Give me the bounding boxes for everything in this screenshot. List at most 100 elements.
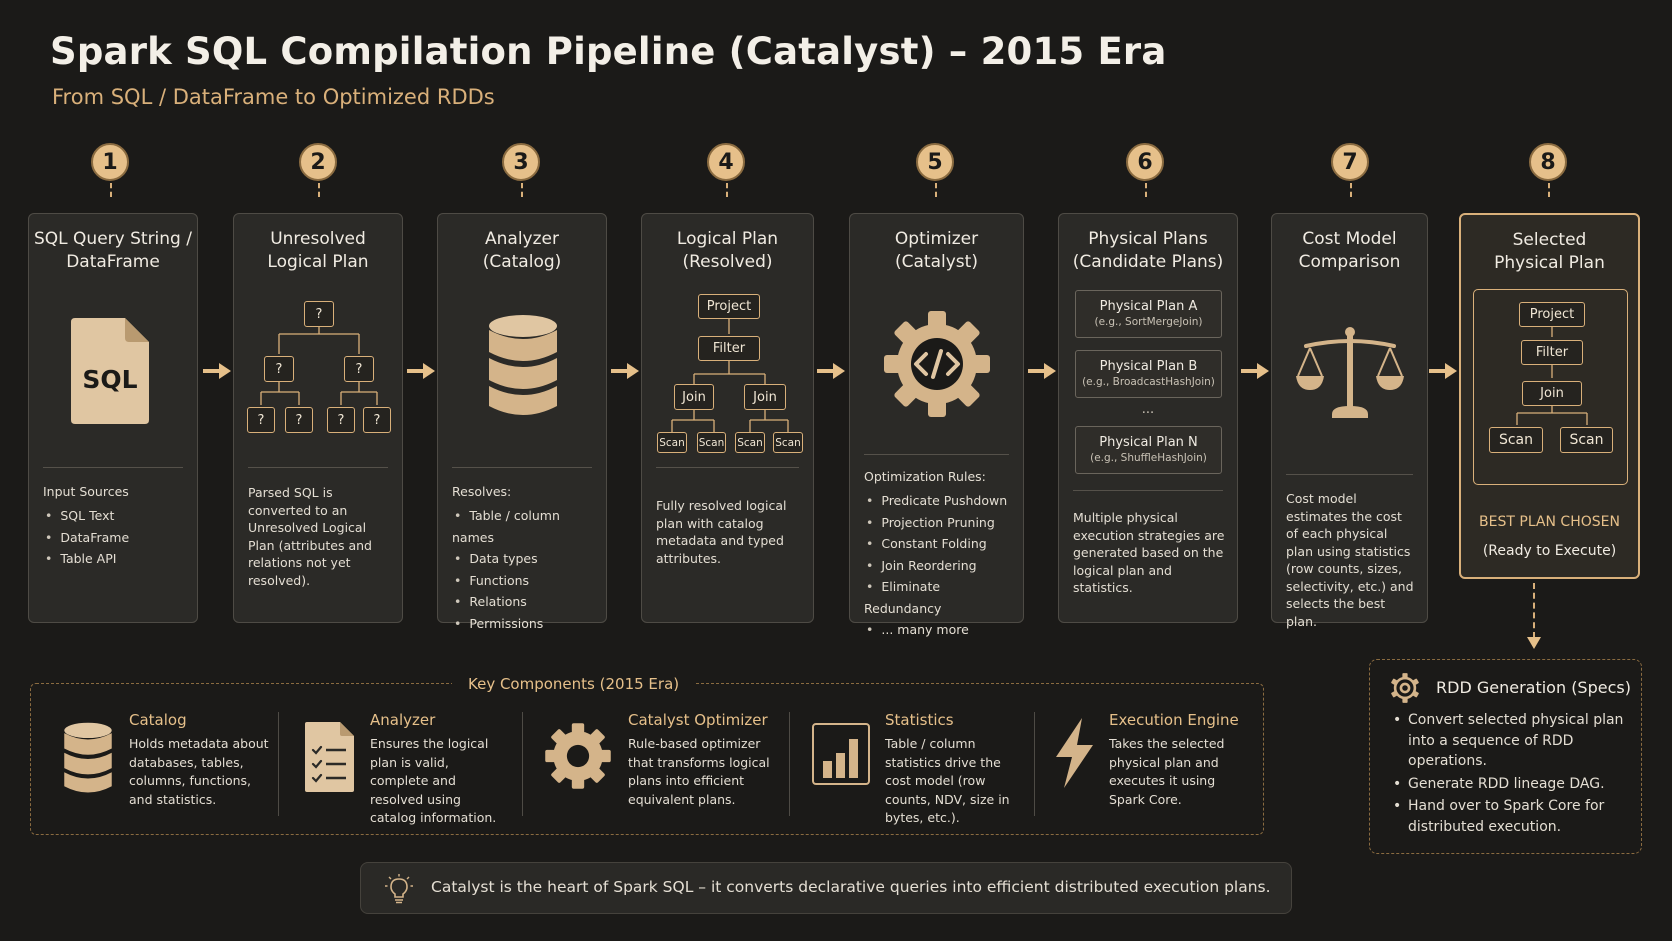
rdd-generation-panel (1369, 659, 1642, 854)
step-number-2: 2 (299, 143, 337, 181)
arrow-right-icon (1028, 363, 1056, 379)
lightning-icon (1056, 718, 1093, 788)
card-title: SQL Query String / DataFrame (34, 229, 192, 272)
ready-label: (Ready to Execute) (1482, 543, 1617, 559)
step-card-analyzer: Analyzer (Catalog) Resolves: Table / col… (437, 213, 607, 631)
footer-text: Catalyst is the heart of Spark SQL – it … (431, 878, 1271, 896)
card-divider (864, 454, 1009, 455)
step-number-4: 4 (707, 143, 745, 181)
plan-node-scan: Scan (697, 432, 726, 453)
bar-chart-icon (812, 723, 870, 785)
list-item: Predicate Pushdown (864, 490, 1015, 512)
plan-node-project: Project (1519, 302, 1585, 327)
step-number-7: 7 (1331, 143, 1369, 181)
list-item: Generate RDD lineage DAG. (1393, 774, 1633, 795)
database-icon (64, 722, 112, 793)
database-icon (489, 315, 557, 415)
key-component-execution-engine: Execution Engine Takes the selected phys… (1109, 711, 1254, 809)
card-divider (1286, 474, 1413, 475)
footer-banner: Catalyst is the heart of Spark SQL – it … (360, 862, 1292, 914)
step-card-optimizer: Optimizer (Catalyst) Optimization Rules:… (849, 213, 1024, 637)
list-item: Convert selected physical plan into a se… (1393, 710, 1633, 772)
selected-plan-connectors (1516, 327, 1588, 425)
step-number-8: 8 (1529, 143, 1567, 181)
plan-name: Physical Plan N (1099, 435, 1198, 450)
step-card-sql-query: SQL Query String / DataFrame SQL Input S… (28, 213, 198, 623)
best-plan-label: BEST PLAN CHOSEN (1479, 514, 1620, 530)
list-item: Eliminate Redundancy (864, 576, 1015, 619)
step-number-3: 3 (502, 143, 540, 181)
card-title: Unresolved Logical Plan (267, 229, 369, 272)
step-connector (1350, 183, 1352, 197)
step-connector (935, 183, 937, 197)
tree-node: ? (264, 356, 294, 382)
plan-tree-connectors (671, 319, 789, 432)
key-component-analyzer: Analyzer Ensures the logical plan is val… (370, 711, 510, 828)
step-connector (1145, 183, 1147, 197)
checklist-icon (305, 722, 354, 792)
gear-icon (1391, 673, 1419, 703)
step-number-1: 1 (91, 143, 129, 181)
physical-plan-n: Physical Plan N (e.g., ShuffleHashJoin) (1075, 426, 1222, 474)
tree-node: ? (344, 356, 374, 382)
list-item: Table API (43, 548, 189, 570)
rdd-connector (1533, 583, 1535, 638)
list-item: Permissions (452, 613, 598, 635)
component-desc: Ensures the logical plan is valid, compl… (370, 736, 497, 825)
list-item: Data types (452, 548, 598, 570)
list-item: SQL Text (43, 505, 189, 527)
card-description: Multiple physical execution strategies a… (1073, 510, 1225, 595)
step-connector (1548, 183, 1550, 197)
rdd-list: Convert selected physical plan into a se… (1393, 710, 1633, 839)
resolves-list: Resolves: Table / column names Data type… (452, 484, 598, 634)
component-name: Catalyst Optimizer (628, 711, 768, 729)
component-divider (1034, 712, 1035, 816)
card-title: Optimizer (Catalyst) (894, 229, 979, 272)
plan-detail: (e.g., BroadcastHashJoin) (1082, 376, 1215, 388)
selected-plan-frame (1473, 289, 1628, 485)
card-divider (452, 467, 592, 468)
plan-node-scan: Scan (735, 432, 765, 453)
plan-node-filter: Filter (698, 336, 760, 361)
list-item: Hand over to Spark Core for distributed … (1393, 796, 1633, 837)
card-description: Parsed SQL is converted to an Unresolved… (248, 485, 372, 588)
input-sources-list: Input Sources SQL Text DataFrame Table A… (43, 484, 189, 570)
step-number-6: 6 (1126, 143, 1164, 181)
tree-node: ? (363, 407, 391, 433)
component-desc: Table / column statistics drive the cost… (885, 736, 1010, 825)
plans-ellipsis: ... (1141, 402, 1155, 417)
step-card-cost-model: Cost Model Comparison Cost model estimat… (1271, 213, 1428, 629)
lightbulb-icon (385, 874, 413, 904)
component-desc: Takes the selected physical plan and exe… (1109, 736, 1225, 807)
step-card-selected-plan: Selected Physical Plan Project Filter Jo… (1459, 213, 1640, 579)
list-item: Relations (452, 591, 598, 613)
plan-name: Physical Plan B (1099, 359, 1198, 374)
step-connector (521, 183, 523, 197)
component-desc: Holds metadata about databases, tables, … (129, 736, 269, 807)
key-components-title: Key Components (2015 Era) (452, 675, 696, 693)
arrow-right-icon (817, 363, 845, 379)
code-gear-icon (884, 311, 990, 417)
optimization-rules-list: Optimization Rules: Predicate Pushdown P… (864, 469, 1015, 641)
page-subtitle: From SQL / DataFrame to Optimized RDDs (52, 85, 495, 109)
step-connector (726, 183, 728, 197)
page-title: Spark SQL Compilation Pipeline (Catalyst… (50, 30, 1167, 73)
plan-node-join: Join (1522, 381, 1582, 406)
arrow-right-icon (407, 363, 435, 379)
card-title: Physical Plans (Candidate Plans) (1072, 229, 1224, 272)
tree-node: ? (304, 301, 334, 327)
key-component-statistics: Statistics Table / column statistics dri… (885, 711, 1025, 828)
plan-name: Physical Plan A (1099, 299, 1198, 314)
list-item: Table / column names (452, 505, 598, 548)
component-divider (278, 712, 279, 816)
card-title: Selected Physical Plan (1494, 230, 1605, 273)
plan-node-scan: Scan (1560, 427, 1613, 453)
plan-node-project: Project (698, 294, 760, 319)
list-item: Join Reordering (864, 555, 1015, 577)
step-card-physical-plans: Physical Plans (Candidate Plans) Physica… (1058, 213, 1238, 623)
list-item: Projection Pruning (864, 512, 1015, 534)
arrow-right-icon (1241, 363, 1269, 379)
arrow-right-icon (611, 363, 639, 379)
list-item: Constant Folding (864, 533, 1015, 555)
plan-detail: (e.g., SortMergeJoin) (1094, 316, 1203, 328)
